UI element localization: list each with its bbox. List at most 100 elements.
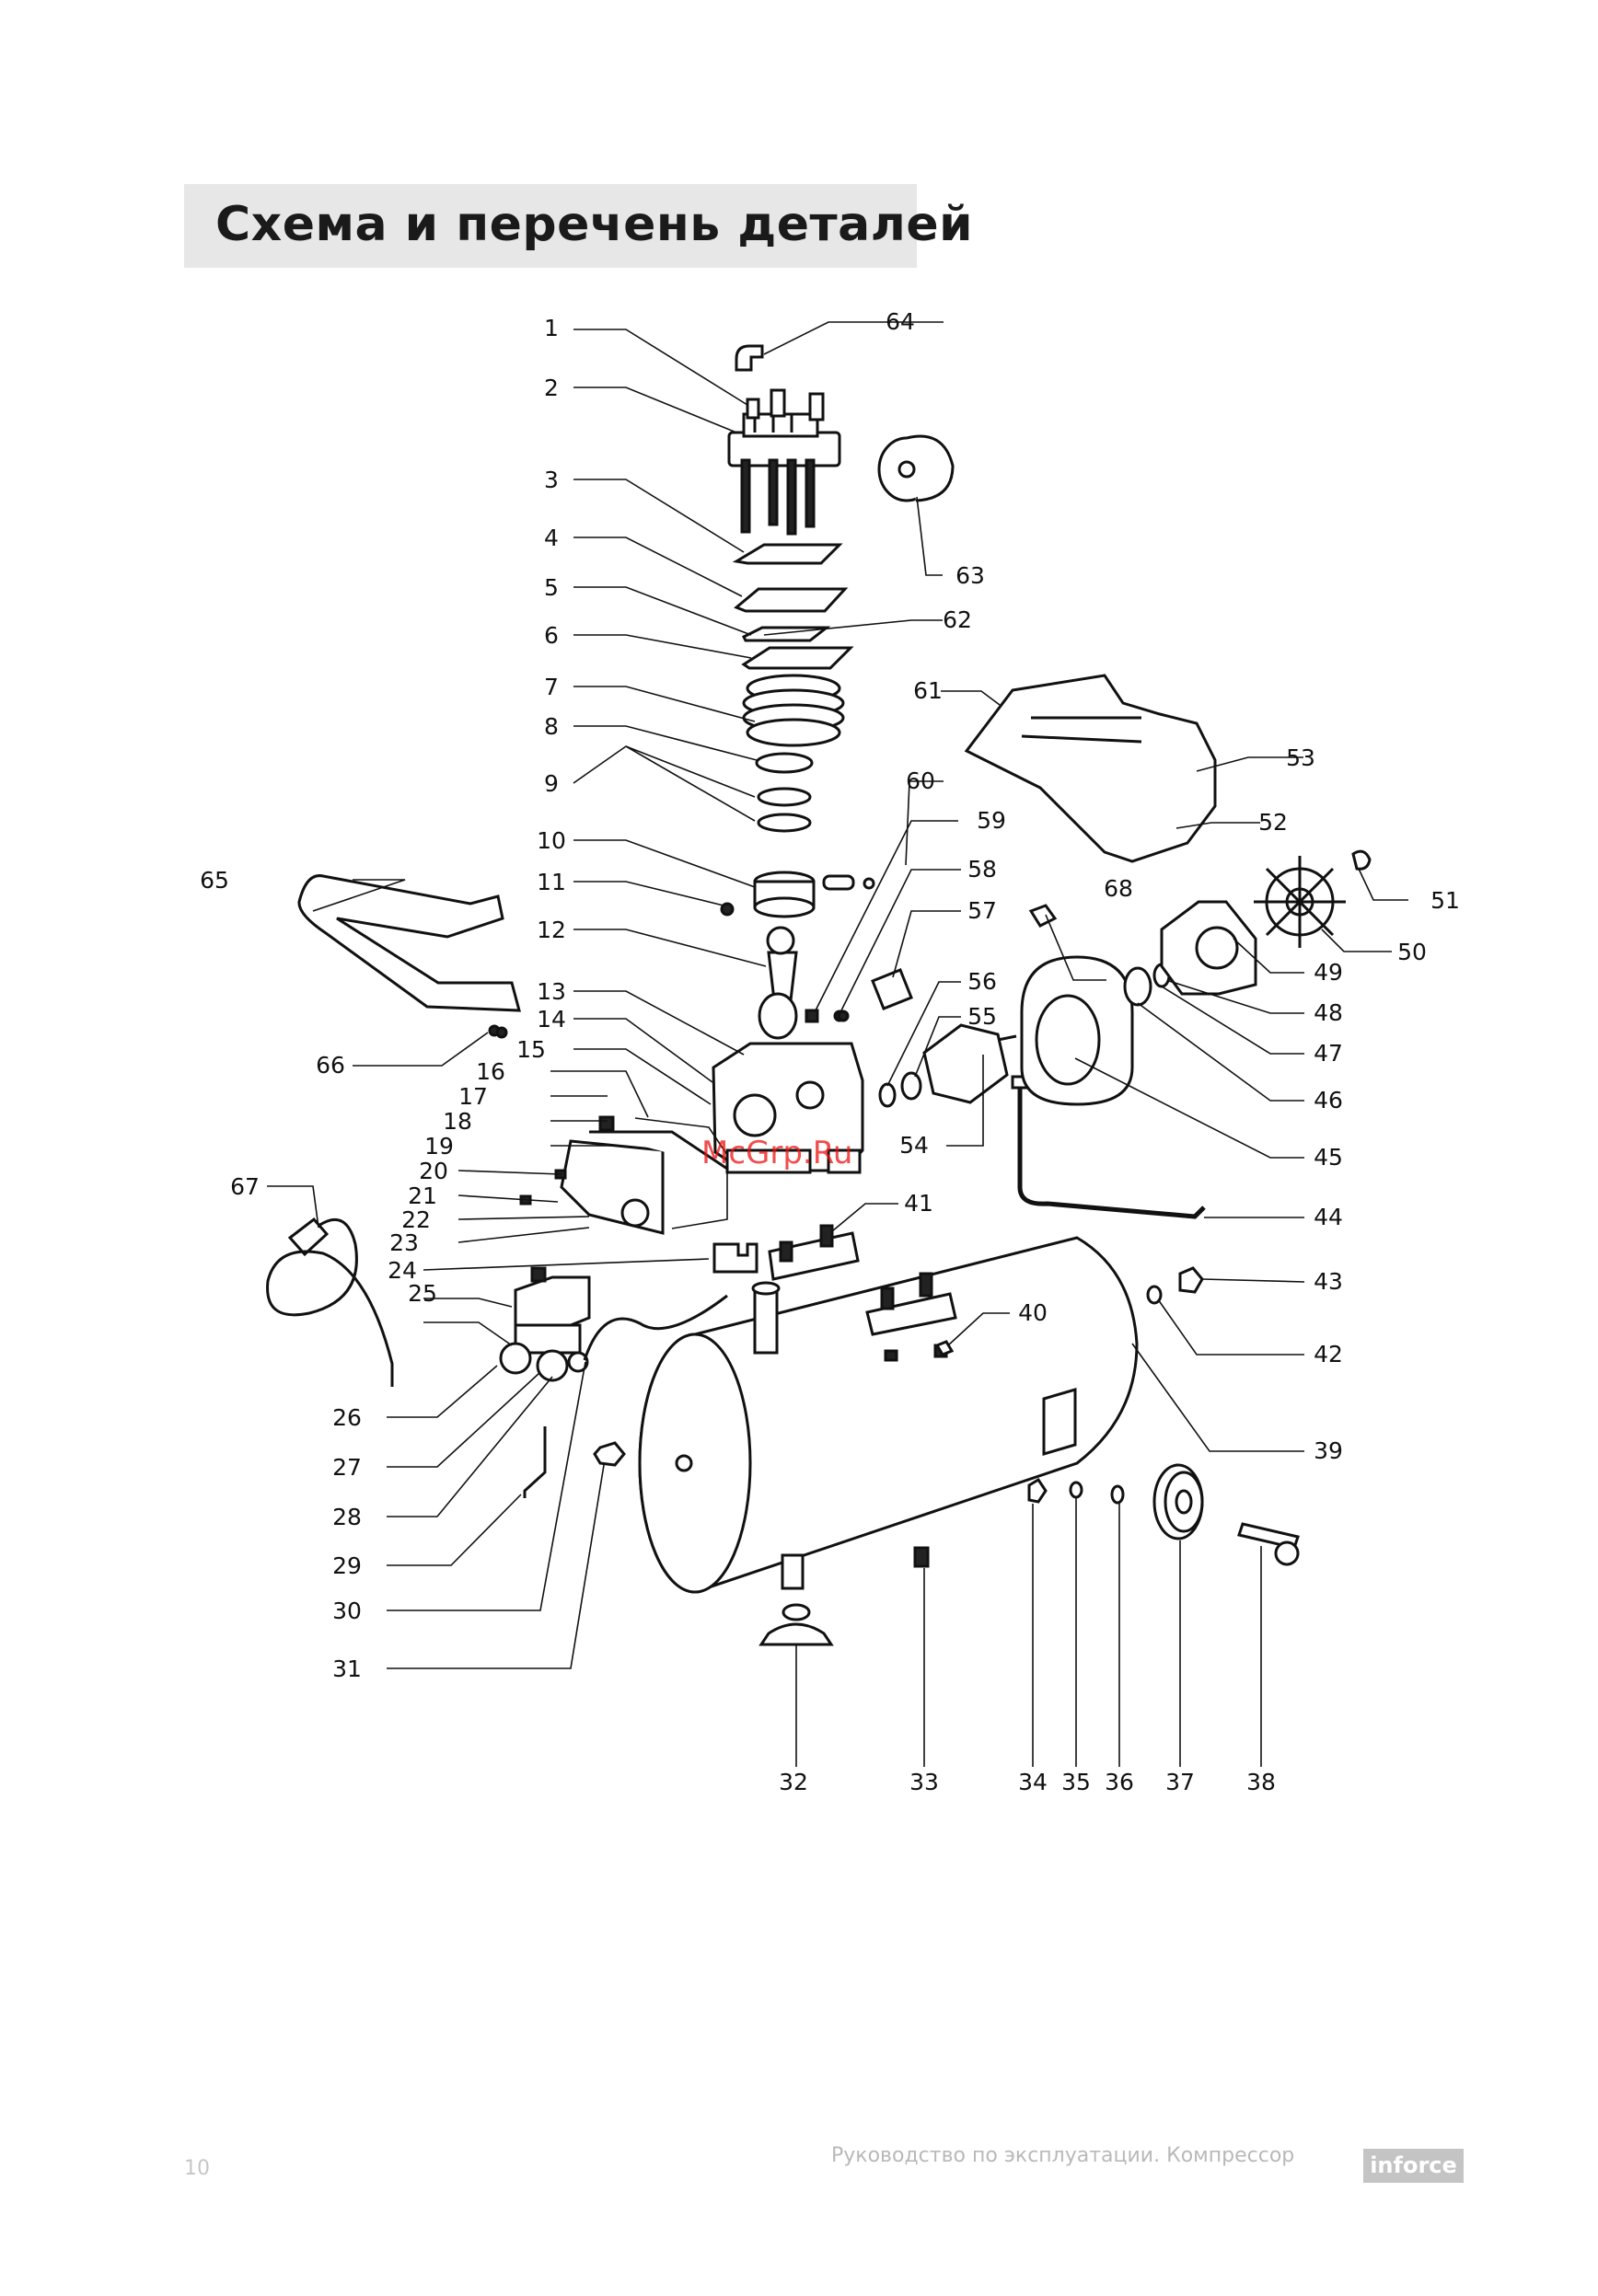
- callout-67: 67: [230, 1173, 260, 1200]
- callout-49: 49: [1314, 959, 1343, 986]
- part-bearing-55: [902, 1073, 921, 1099]
- callout-6: 6: [544, 622, 559, 649]
- callout-30: 30: [332, 1598, 362, 1624]
- callout-47: 47: [1314, 1040, 1343, 1067]
- callout-16: 16: [476, 1058, 505, 1085]
- callout-14: 14: [537, 1006, 566, 1033]
- callout-12: 12: [537, 917, 566, 943]
- part-washer-36: [1112, 1486, 1123, 1503]
- brand-logo: inforce: [1363, 2149, 1464, 2183]
- part-valve-cover: [521, 1117, 727, 1233]
- callout-7: 7: [544, 674, 559, 700]
- part-plug: [915, 1548, 928, 1566]
- callout-10: 10: [537, 827, 566, 854]
- part-switch-68: [1031, 906, 1055, 926]
- callout-26: 26: [332, 1404, 362, 1431]
- part-washer-56: [880, 1084, 895, 1106]
- part-piston-pin: [824, 876, 853, 889]
- callout-51: 51: [1430, 887, 1460, 914]
- callout-18: 18: [443, 1108, 472, 1135]
- part-end-cover: [1162, 902, 1256, 994]
- callout-63: 63: [955, 562, 985, 589]
- part-stator: [1022, 957, 1132, 1104]
- part-cylinder: [744, 675, 843, 745]
- callout-17: 17: [458, 1083, 488, 1110]
- callout-41: 41: [904, 1190, 933, 1217]
- callout-8: 8: [544, 713, 559, 740]
- callout-52: 52: [1258, 809, 1288, 836]
- part-wheel: [1154, 1465, 1202, 1539]
- callout-50: 50: [1397, 939, 1427, 965]
- callout-66: 66: [316, 1052, 345, 1079]
- part-nut-34: [1029, 1480, 1046, 1502]
- callout-43: 43: [1314, 1268, 1343, 1295]
- callout-31: 31: [332, 1656, 362, 1682]
- callout-33: 33: [909, 1769, 939, 1795]
- part-fan: [1254, 856, 1346, 948]
- callout-53: 53: [1286, 744, 1315, 771]
- page-number: 10: [184, 2157, 210, 2180]
- part-piston: [755, 872, 814, 917]
- callout-32: 32: [779, 1769, 808, 1795]
- callout-57: 57: [967, 897, 997, 924]
- callout-54: 54: [899, 1132, 929, 1159]
- part-drain-plug: [595, 1443, 624, 1465]
- callout-23: 23: [389, 1229, 419, 1256]
- part-cylinder-head: [729, 390, 840, 534]
- callout-4: 4: [544, 525, 559, 551]
- callout-20: 20: [419, 1158, 448, 1184]
- callout-27: 27: [332, 1454, 362, 1481]
- callout-5: 5: [544, 574, 559, 601]
- callout-60: 60: [906, 767, 935, 794]
- callout-21: 21: [408, 1183, 437, 1209]
- callout-46: 46: [1314, 1087, 1343, 1113]
- callout-19: 19: [424, 1133, 454, 1160]
- part-clip-51: [1353, 851, 1370, 869]
- callout-45: 45: [1314, 1144, 1343, 1171]
- callout-62: 62: [943, 606, 972, 633]
- callout-55: 55: [967, 1003, 997, 1030]
- watermark: McGrp.Ru: [701, 1135, 852, 1171]
- callout-29: 29: [332, 1552, 362, 1579]
- callout-37: 37: [1165, 1769, 1195, 1795]
- part-handle: [299, 876, 519, 1037]
- callout-11: 11: [537, 869, 566, 895]
- part-nut-43: [1180, 1268, 1202, 1292]
- callout-58: 58: [967, 856, 997, 883]
- part-tee: [714, 1244, 757, 1272]
- part-air-filter: [879, 436, 953, 501]
- part-foot: [761, 1624, 831, 1644]
- callout-25: 25: [408, 1280, 437, 1307]
- part-bearing-46: [1125, 968, 1151, 1005]
- callout-61: 61: [913, 677, 943, 704]
- part-connecting-rod: [759, 928, 796, 1038]
- part-ring-8: [757, 754, 812, 772]
- callout-39: 39: [1314, 1437, 1343, 1464]
- callout-68: 68: [1104, 875, 1133, 902]
- callout-9: 9: [544, 770, 559, 797]
- callout-15: 15: [516, 1036, 546, 1063]
- part-washer-35: [1071, 1483, 1082, 1497]
- callout-64: 64: [886, 308, 915, 335]
- part-valve-plate: [736, 589, 845, 611]
- callout-38: 38: [1246, 1769, 1276, 1795]
- callout-3: 3: [544, 467, 559, 493]
- callout-40: 40: [1018, 1299, 1048, 1326]
- part-gasket-3: [736, 545, 840, 563]
- part-ring-9b: [758, 814, 810, 831]
- callout-35: 35: [1061, 1769, 1091, 1795]
- callout-13: 13: [537, 978, 566, 1005]
- callout-36: 36: [1105, 1769, 1134, 1795]
- callout-42: 42: [1314, 1341, 1343, 1367]
- callout-44: 44: [1314, 1204, 1343, 1230]
- callout-2: 2: [544, 375, 559, 401]
- callout-59: 59: [977, 807, 1006, 834]
- callout-28: 28: [332, 1504, 362, 1530]
- parts-drawing: [268, 346, 1370, 1644]
- part-power-cord: [268, 1219, 392, 1387]
- part-capacitor: [873, 970, 911, 1009]
- part-pressure-switch: [501, 1268, 589, 1380]
- footer-title: Руководство по эксплуатации. Компрессор: [831, 2144, 1294, 2167]
- part-ring-9a: [758, 789, 810, 805]
